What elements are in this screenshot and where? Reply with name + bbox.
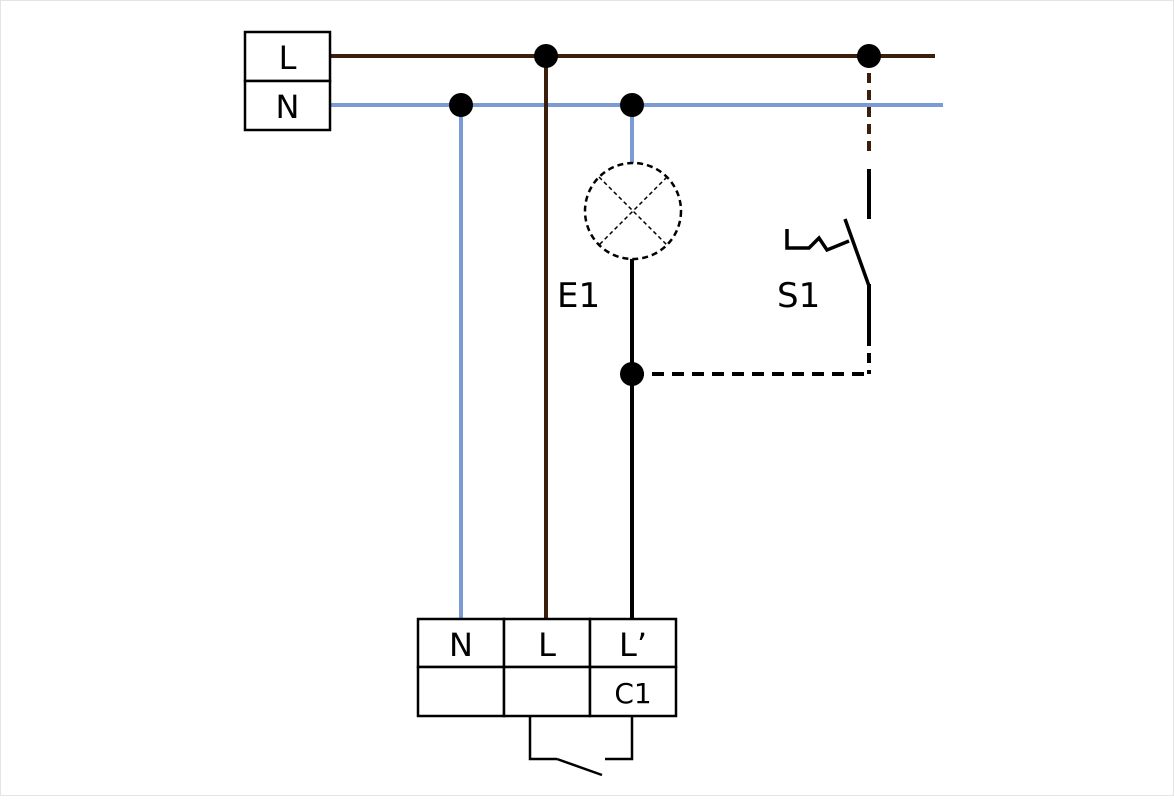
junction-dot [449,93,473,117]
switch-label: S1 [777,276,820,316]
switch-blade [843,218,871,287]
junction-dot [534,44,558,68]
supply-neutral-label: N [276,88,300,126]
device-terminal-label: L [538,626,556,664]
junction-dot [857,44,881,68]
relay-contact-icon [528,716,634,777]
device-terminal-label: L’ [619,626,647,664]
supply-line-label: L [279,39,297,77]
lamp-label: E1 [557,276,600,316]
device-sublabel: C1 [614,677,651,710]
device-c1-block [416,617,678,718]
pushbutton-actuator-icon [785,229,850,253]
junction-dot [620,362,644,386]
supply-terminal-block [243,30,332,132]
junction-dot [620,93,644,117]
lamp-e1-icon [583,161,683,261]
device-terminal-label: N [449,626,473,664]
